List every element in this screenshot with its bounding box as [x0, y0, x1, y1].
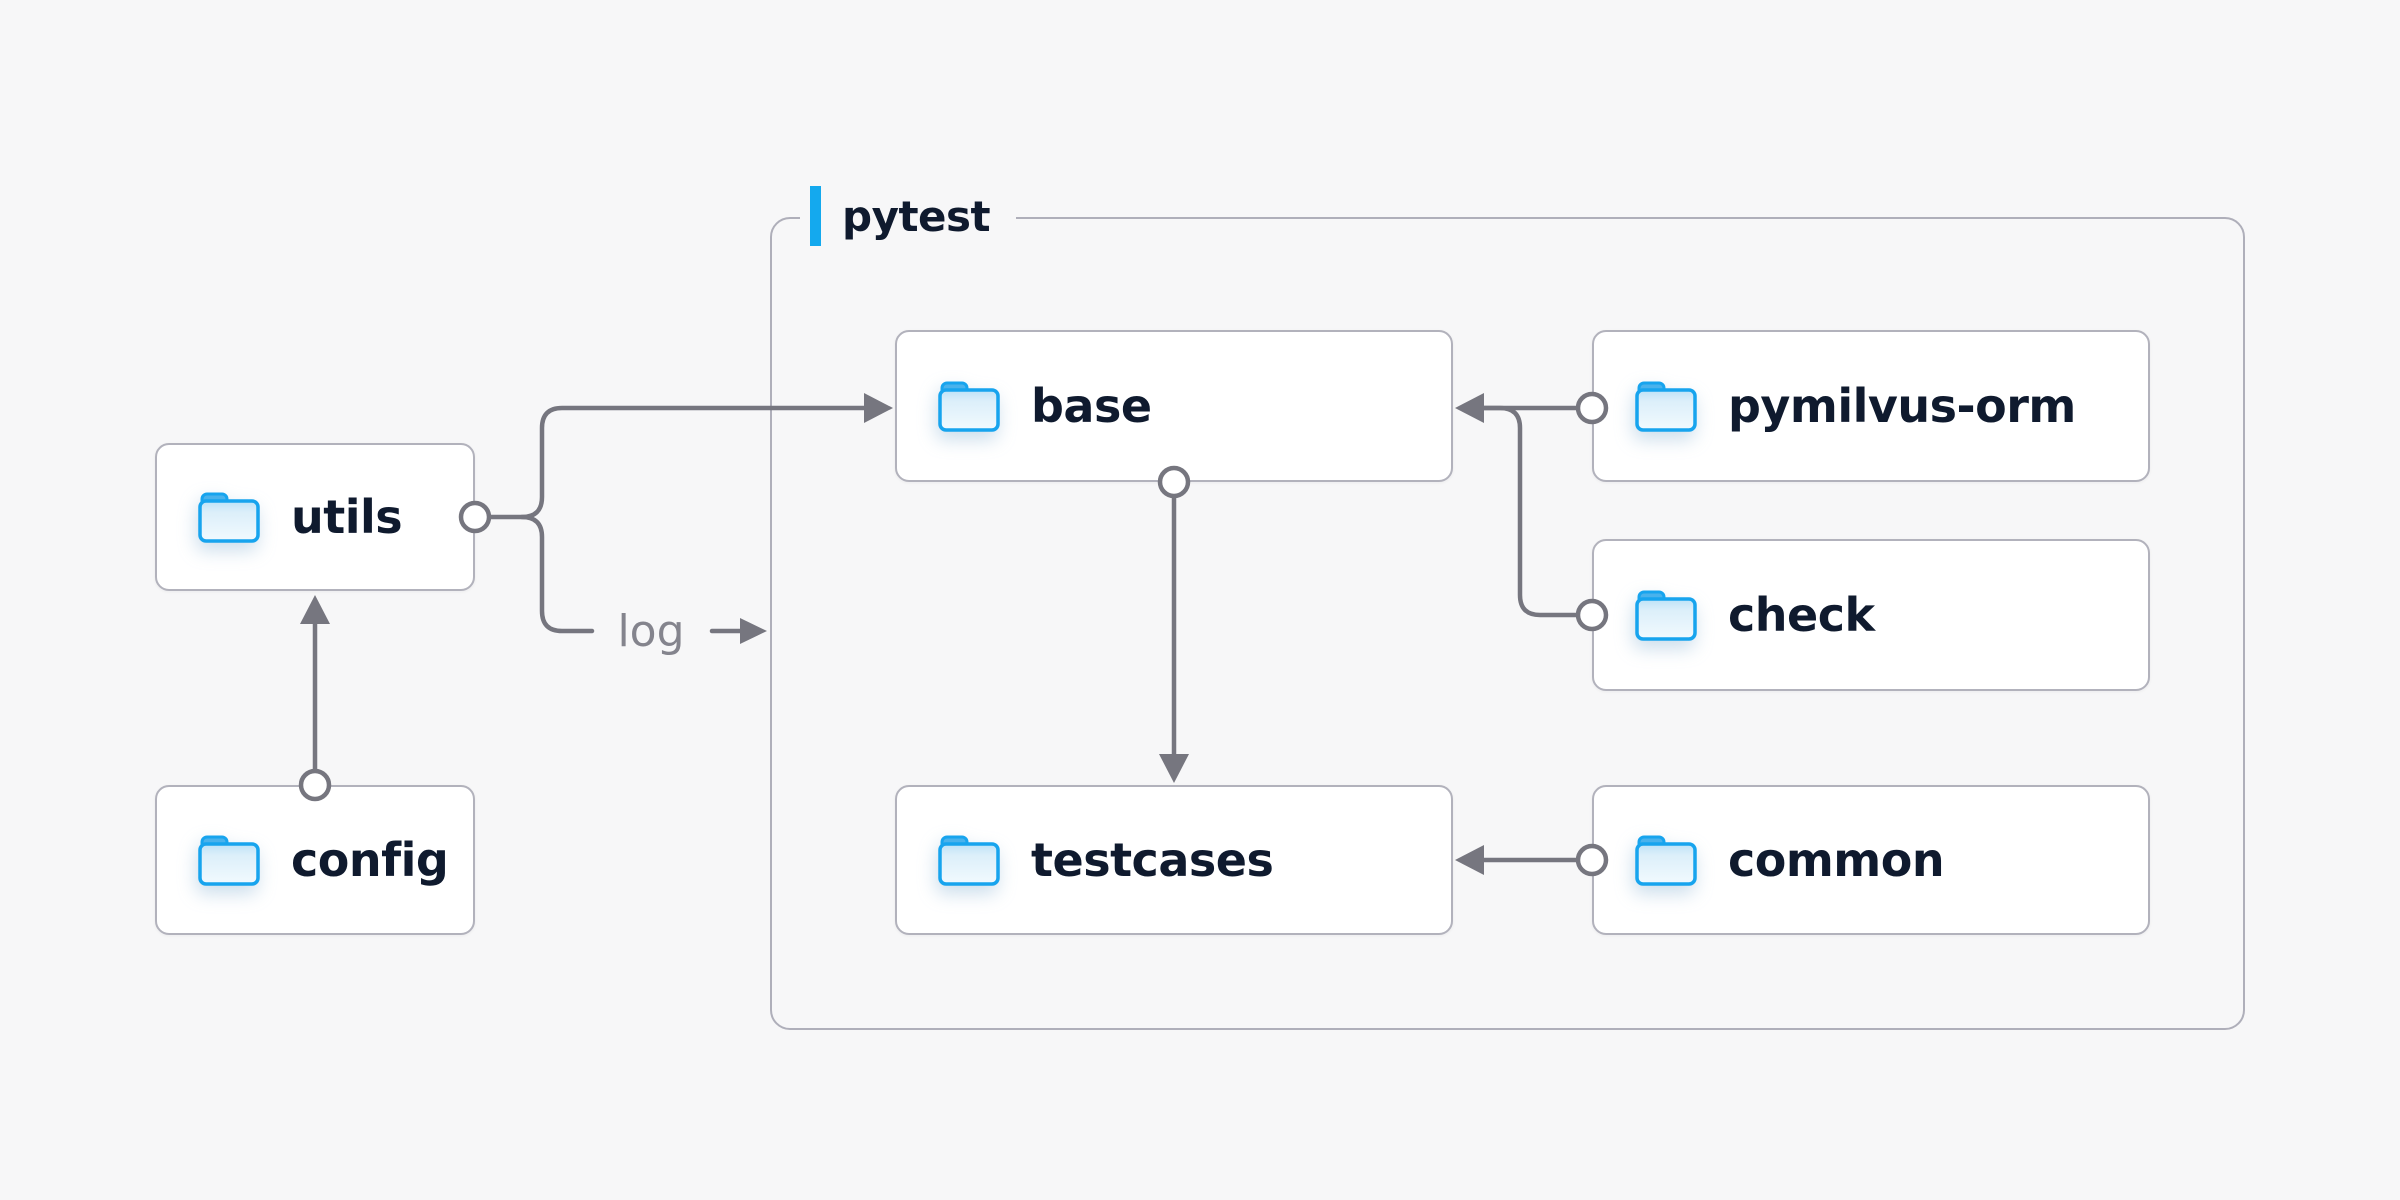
pytest-group-container — [770, 217, 2245, 1030]
node-config: config — [155, 785, 475, 935]
node-utils: utils — [155, 443, 475, 591]
edge-label-log: log — [617, 606, 684, 657]
node-check: check — [1592, 539, 2150, 691]
edge-utils-to-log — [519, 514, 595, 634]
group-label-text: pytest — [842, 191, 991, 241]
node-base: base — [895, 330, 1453, 482]
arrowhead-log — [740, 618, 767, 644]
node-label: pymilvus-orm — [1728, 379, 2076, 433]
node-label: common — [1728, 833, 1945, 887]
folder-icon — [198, 835, 260, 886]
folder-icon — [198, 492, 260, 543]
folder-icon — [938, 381, 1000, 432]
node-pymilvus-orm: pymilvus-orm — [1592, 330, 2150, 482]
node-label: check — [1728, 588, 1875, 642]
accent-bar-icon — [810, 186, 821, 246]
pytest-group-label: pytest — [800, 183, 1017, 249]
arrowhead-into-utils-bottom — [300, 595, 330, 624]
node-common: common — [1592, 785, 2150, 935]
node-label: testcases — [1031, 833, 1274, 887]
folder-icon — [938, 835, 1000, 886]
node-label: base — [1031, 379, 1152, 433]
folder-icon — [1635, 590, 1697, 641]
node-label: utils — [291, 490, 403, 544]
node-label: config — [291, 833, 449, 887]
node-testcases: testcases — [895, 785, 1453, 935]
folder-icon — [1635, 381, 1697, 432]
folder-icon — [1635, 835, 1697, 886]
